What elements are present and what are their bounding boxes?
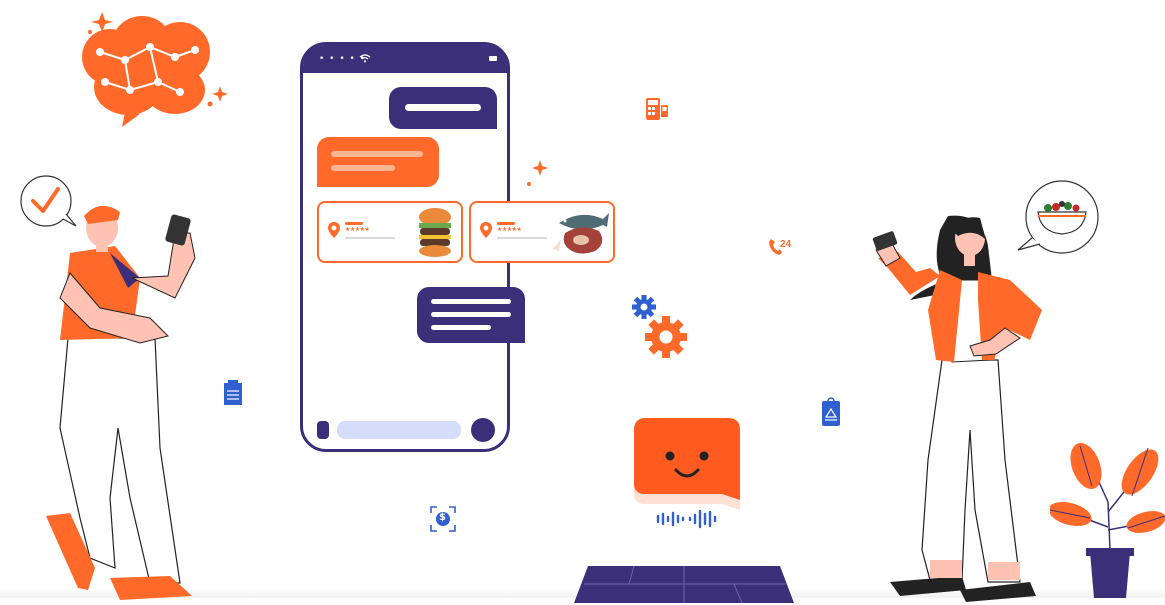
dollar-scan-icon: $ — [430, 506, 456, 532]
location-pin-icon — [480, 222, 492, 238]
send-button[interactable] — [471, 418, 495, 442]
phone-handset-icon — [769, 239, 782, 255]
message-line — [331, 165, 395, 171]
chat-bubble-outgoing — [417, 287, 525, 343]
receipt-icon — [224, 380, 242, 405]
chat-bubble-outgoing — [389, 87, 497, 129]
sparkle-icon — [527, 160, 548, 186]
shopping-tag-icon — [822, 397, 840, 426]
message-line — [431, 312, 511, 317]
check-speech-bubble-icon — [20, 175, 77, 227]
attach-button[interactable] — [317, 421, 329, 439]
food-bowl-speech-bubble-icon — [1017, 180, 1099, 254]
message-input[interactable] — [337, 421, 461, 439]
message-line — [431, 299, 511, 304]
location-pin-icon — [328, 222, 340, 238]
wifi-icon — [359, 54, 371, 63]
ai-brain-icon — [82, 12, 228, 127]
message-line — [405, 104, 481, 111]
burger-icon — [419, 208, 451, 257]
restaurant-card-steak[interactable]: ★★★★★ — [469, 201, 615, 263]
card-subtitle-line — [345, 237, 395, 239]
potted-plant-illustration — [1050, 442, 1165, 598]
voice-wave-icon — [656, 509, 717, 529]
support-24-label: 24 — [780, 239, 792, 250]
battery-icon — [489, 56, 497, 61]
settings-gears-icon — [632, 295, 687, 358]
message-line — [431, 325, 491, 330]
man-with-phone-illustration — [46, 205, 196, 600]
woman-with-phone-illustration — [872, 215, 1042, 602]
chat-bubble-incoming — [317, 137, 439, 187]
rating-stars: ★★★★★ — [497, 226, 522, 233]
floor-tiles — [574, 566, 794, 603]
support-24-icon: 24 — [768, 236, 796, 258]
signal-dots-icon: • • • • • — [319, 54, 366, 64]
dollar-symbol: $ — [439, 512, 446, 523]
rating-stars: ★★★★★ — [345, 226, 370, 233]
card-title-line — [497, 222, 515, 225]
card-title-line — [345, 222, 363, 225]
message-line — [331, 151, 423, 157]
scan-frame-icon — [430, 506, 456, 532]
pos-terminal-icon — [646, 98, 668, 120]
phone-status-bar: • • • • • — [303, 45, 507, 73]
card-subtitle-line — [497, 237, 547, 239]
steak-fish-icon — [553, 213, 609, 254]
restaurant-card-burger[interactable]: ★★★★★ — [317, 201, 463, 263]
smiley-chat-bubble-icon — [634, 418, 740, 529]
phone-mockup: • • • • • ★★★★★ — [300, 42, 615, 452]
